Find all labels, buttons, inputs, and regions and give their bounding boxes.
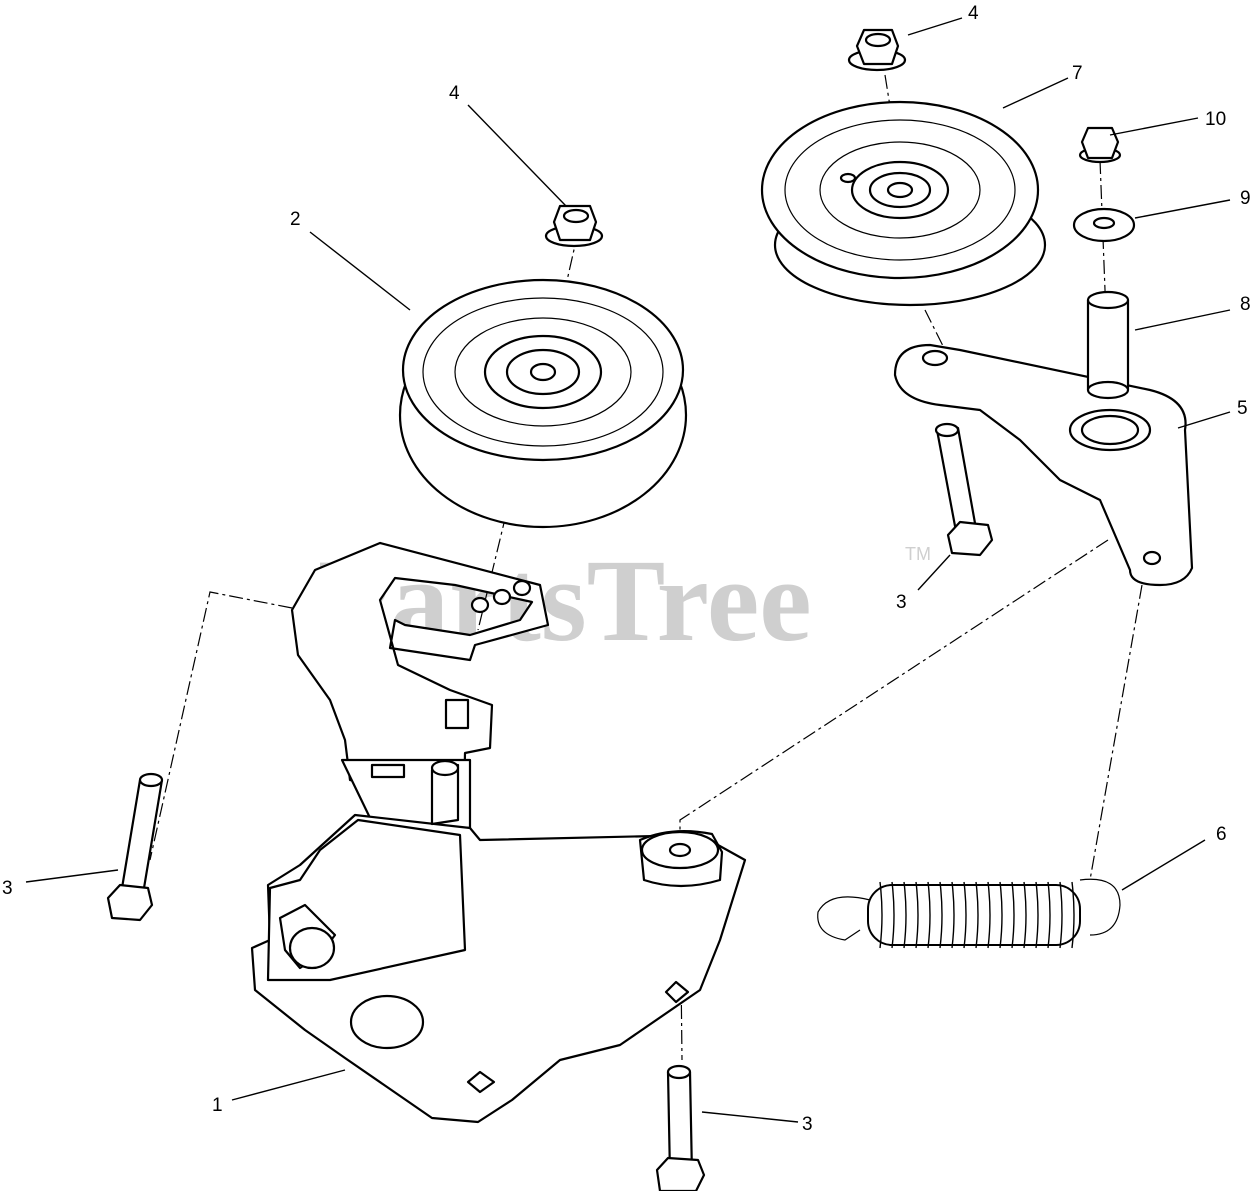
callout-4-left: 4	[449, 83, 460, 104]
locknut-right	[847, 28, 907, 72]
flange-nut	[1078, 126, 1122, 164]
idler-arm	[893, 343, 1194, 587]
main-bracket	[250, 541, 747, 1124]
locknut-left	[544, 204, 604, 248]
callout-3-right: 3	[896, 592, 907, 613]
callout-9: 9	[1240, 188, 1251, 209]
callout-1: 1	[212, 1095, 223, 1116]
callout-2: 2	[290, 209, 301, 230]
callout-10: 10	[1205, 109, 1226, 130]
callouts: 1 2 3 3 3 4 4 5 6 7 8 9 10	[2, 3, 1251, 1135]
callout-8: 8	[1240, 294, 1251, 315]
leader-lines	[25, 17, 1231, 1123]
idler-pulley-right	[760, 100, 1047, 307]
idler-pulley-left	[398, 278, 688, 529]
bolt-right	[934, 422, 994, 557]
bolt-bottom	[655, 1064, 706, 1193]
spacer	[1086, 290, 1130, 400]
watermark-trademark: TM	[905, 544, 931, 564]
callout-4-right: 4	[968, 3, 979, 24]
callout-5: 5	[1237, 398, 1248, 419]
callout-3-left: 3	[2, 878, 13, 899]
washer	[1072, 207, 1136, 243]
callout-7: 7	[1072, 63, 1083, 84]
bolt-left	[106, 772, 164, 922]
callout-3-bottom: 3	[802, 1114, 813, 1135]
extension-spring	[817, 878, 1121, 949]
callout-6: 6	[1216, 824, 1227, 845]
